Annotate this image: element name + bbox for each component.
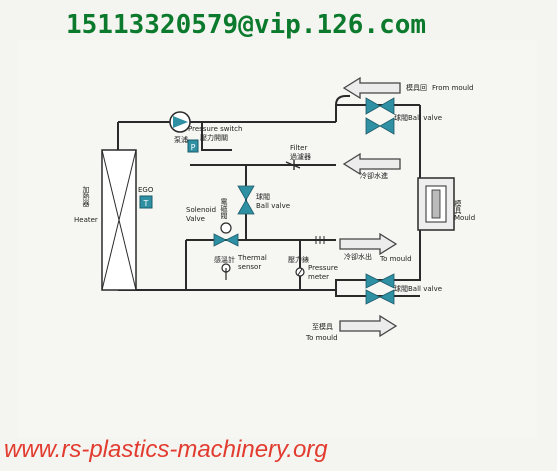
ball-valve-mid-icon xyxy=(237,185,255,215)
solenoid-actuator-icon xyxy=(220,222,232,234)
heater xyxy=(101,149,137,291)
ball-valve-mid-label-en: Ball valve xyxy=(256,202,290,210)
ball-valve-bottom-icon xyxy=(365,273,395,289)
pressure-switch-symbol: P xyxy=(191,143,196,152)
arrow-cooling-out-icon xyxy=(339,232,398,256)
solenoid-label-en-1: Solenoid xyxy=(186,206,216,214)
to-mould-label-en: To mould xyxy=(305,334,338,342)
contact-email: 15113320579@vip.126.com xyxy=(66,10,427,40)
thermal-sensor-label-cn: 感溫計 xyxy=(214,255,235,264)
pressure-switch-label-en: Pressure switch xyxy=(188,125,242,133)
check-valve-icon xyxy=(315,236,325,244)
filter-label-cn: 過濾器 xyxy=(290,152,311,161)
arrow-from-mould-icon xyxy=(342,76,401,100)
website-url: www.rs-plastics-machinery.org xyxy=(4,436,328,463)
heater-diagonal-b xyxy=(101,149,137,291)
filter-label-en: Filter xyxy=(290,144,307,152)
solenoid-label-en-2: Valve xyxy=(186,215,205,223)
pressure-meter-label-en-2: meter xyxy=(308,273,329,281)
from-mould-label-cn: 模具回 xyxy=(406,83,427,92)
pressure-switch-icon xyxy=(187,139,199,153)
mould-label-cn: 模具 xyxy=(454,199,462,215)
cooling-out-label: 冷卻水出 xyxy=(344,252,372,261)
cooling-in-label: 冷卻水進 xyxy=(360,171,388,180)
filter-icon xyxy=(285,160,301,170)
ego-label: EGO xyxy=(138,186,154,194)
solenoid-valve-icon xyxy=(213,233,239,247)
arrow-to-mould-icon xyxy=(339,314,398,338)
ego-symbol: T xyxy=(143,199,149,208)
pump-label: 泵浦 xyxy=(174,135,188,144)
ego-thermostat-icon xyxy=(139,195,153,209)
ball-valve-top-icon xyxy=(365,97,395,115)
pump xyxy=(169,111,191,133)
arrow-cooling-in-icon xyxy=(342,152,401,176)
ball-valve-top-label: 球閥Ball valve xyxy=(394,113,442,122)
heater-label-cn: 加熱器 xyxy=(82,185,90,208)
mould xyxy=(417,177,455,231)
ball-valve-bottom2-icon xyxy=(365,289,395,305)
to-mould-mid-label: To mould xyxy=(379,255,412,263)
heater-label-en: Heater xyxy=(74,216,98,224)
mould-label-en: Mould xyxy=(454,214,475,222)
thermal-sensor-label-en-2: sensor xyxy=(238,263,261,271)
pressure-meter-label-en-1: Pressure xyxy=(308,264,338,272)
from-mould-label-en: From mould xyxy=(432,84,474,92)
solenoid-label-cn: 電磁閥 xyxy=(220,198,228,220)
pipe-top-loop-a xyxy=(335,95,350,106)
labels: 模具回 From mould 泵浦 Pressure switch 壓力開關 球… xyxy=(74,83,475,342)
pipe-pressure-switch xyxy=(201,122,232,151)
pump-icon xyxy=(173,116,188,128)
thermal-sensor-label-en-1: Thermal xyxy=(237,254,267,262)
pressure-meter-needle xyxy=(297,268,303,276)
pressure-meter-label-cn: 壓力錶 xyxy=(288,255,309,264)
ball-valve-top2-icon xyxy=(365,117,395,135)
mould-core xyxy=(431,189,441,219)
valves xyxy=(213,97,395,305)
flow-arrows xyxy=(339,76,401,338)
ball-valve-mid-label-cn: 球閥 xyxy=(256,192,270,201)
pressure-switch-label-cn: 壓力開關 xyxy=(200,133,228,142)
ball-valve-bottom-label: 球閥Ball valve xyxy=(394,284,442,293)
to-mould-label-cn: 至模具 xyxy=(312,322,333,331)
